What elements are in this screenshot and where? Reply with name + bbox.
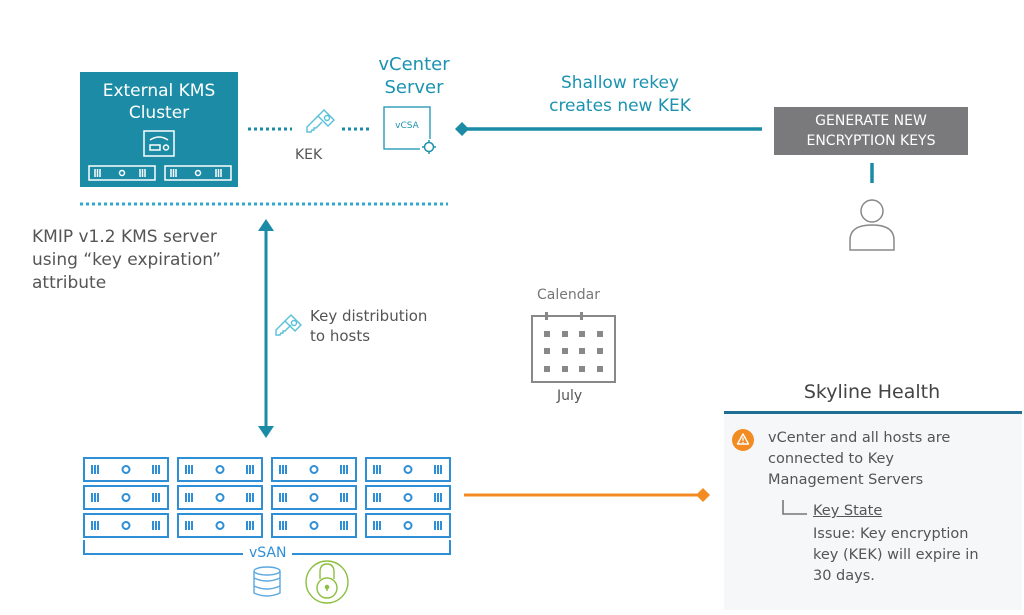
vcenter-server-title: vCenter Server — [364, 53, 464, 99]
rekey-line2: creates new KEK — [549, 96, 691, 116]
key-state-link[interactable]: Key State — [813, 503, 883, 519]
vsan-host-icon — [271, 485, 357, 510]
alert-line3: Management Servers — [768, 472, 924, 488]
kms-cluster-title: External KMS Cluster — [80, 80, 238, 124]
issue-line1: Issue: Key encryption — [813, 526, 969, 542]
calendar-icon — [531, 312, 616, 383]
key-icon — [306, 109, 335, 133]
generate-new-encryption-keys-button[interactable]: GENERATE NEW ENCRYPTION KEYS — [774, 107, 968, 155]
alert-line2: connected to Key — [768, 451, 894, 467]
kms-server-icon — [164, 165, 232, 181]
encryption-lock-icon — [305, 560, 349, 604]
kmip-line3: attribute — [32, 273, 107, 293]
kms-server-icon — [88, 165, 156, 181]
kms-cluster-box — [80, 72, 238, 187]
vsan-host-icon — [271, 457, 357, 482]
vsan-host-icon — [83, 513, 169, 538]
vcenter-title-line1: vCenter — [378, 54, 450, 75]
rekey-line1: Shallow rekey — [561, 73, 679, 93]
skyline-health-title: Skyline Health — [803, 381, 941, 403]
key-state-issue-text: Issue: Key encryption key (KEK) will exp… — [813, 524, 1023, 587]
kmip-line1: KMIP v1.2 KMS server — [32, 227, 217, 247]
vsan-host-icon — [83, 457, 169, 482]
vsan-host-icon — [271, 513, 357, 538]
arrow-up-head — [258, 219, 274, 231]
calendar-title: Calendar — [537, 287, 600, 303]
shallow-rekey-label: Shallow rekey creates new KEK — [510, 72, 730, 118]
vsan-host-icon — [177, 513, 263, 538]
key-distribution-line1: Key distribution — [310, 307, 428, 325]
skyline-connector-diamond — [696, 488, 710, 502]
key-distribution-line2: to hosts — [310, 327, 371, 345]
key-distribution-label: Key distribution to hosts — [310, 306, 427, 346]
vsan-host-icon — [83, 485, 169, 510]
kmip-line2: using “key expiration” — [32, 250, 221, 270]
skyline-health-panel — [724, 411, 1022, 610]
vsan-host-icon — [365, 485, 451, 510]
user-icon — [849, 199, 895, 251]
vcsa-label: vCSA — [395, 121, 419, 131]
issue-line3: 30 days. — [813, 568, 875, 584]
vsan-host-grid — [83, 457, 451, 538]
vsan-label: vSAN — [243, 545, 293, 561]
calendar-month: July — [557, 388, 583, 404]
kmip-description: KMIP v1.2 KMS server using “key expirati… — [32, 226, 221, 295]
vsan-host-icon — [365, 457, 451, 482]
key-distribution-key-icon — [275, 314, 302, 336]
datastore-icon — [253, 566, 281, 597]
kms-title-line1: External KMS — [102, 81, 216, 101]
alert-line1: vCenter and all hosts are — [768, 430, 951, 446]
kms-title-line2: Cluster — [128, 103, 190, 123]
vsan-host-icon — [365, 513, 451, 538]
vcsa-appliance-icon — [383, 106, 436, 155]
vcenter-title-line2: Server — [384, 77, 444, 98]
generate-button-line2: ENCRYPTION KEYS — [806, 133, 936, 149]
generate-button-line1: GENERATE NEW — [815, 113, 927, 129]
issue-line2: key (KEK) will expire in — [813, 547, 979, 563]
skyline-alert-text: vCenter and all hosts are connected to K… — [768, 428, 1018, 491]
kek-label: KEK — [295, 147, 323, 163]
vsan-host-icon — [177, 485, 263, 510]
vsan-host-icon — [177, 457, 263, 482]
arrow-down-head — [258, 426, 274, 438]
tree-branch-icon — [782, 500, 807, 515]
warning-icon — [732, 429, 754, 451]
rekey-connector-diamond — [455, 122, 469, 136]
kms-appliance-icon — [143, 130, 175, 157]
